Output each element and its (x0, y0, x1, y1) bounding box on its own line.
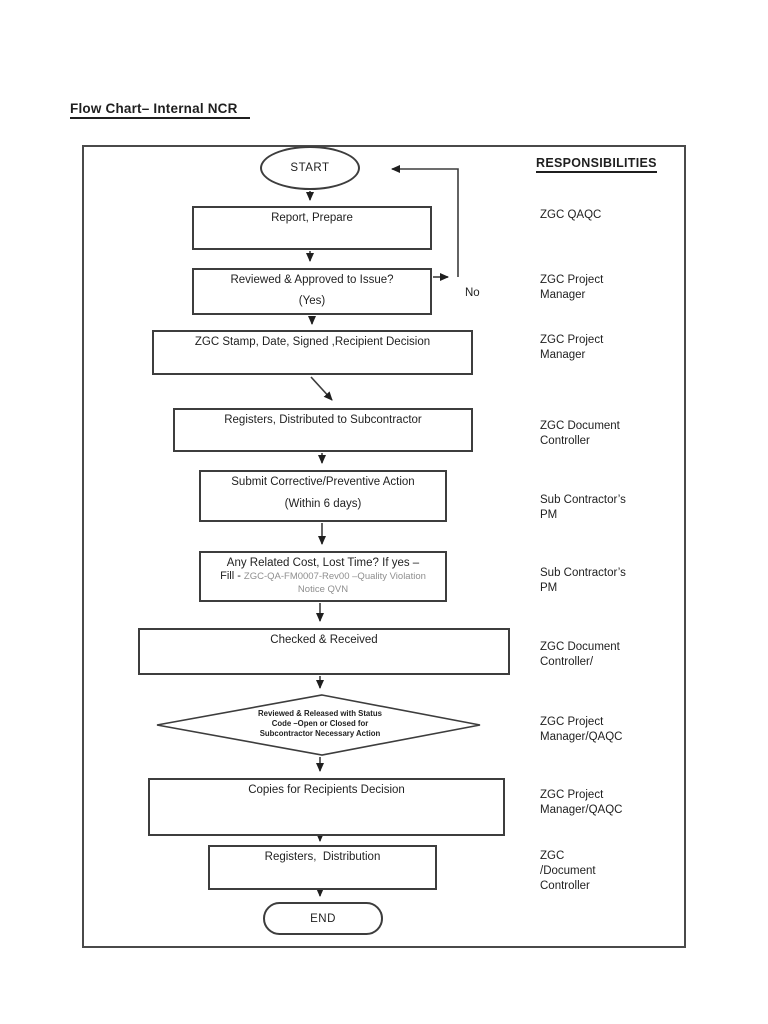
page-title: Flow Chart– Internal NCR (70, 101, 250, 119)
node-zgc-stamp: ZGC Stamp, Date, Signed ,Recipient Decis… (152, 330, 473, 375)
node-label: Registers, Distributed to Subcontractor (224, 414, 422, 426)
responsibility-item: Sub Contractor’s PM (540, 494, 626, 521)
end-node: END (263, 902, 383, 935)
form-code: ZGC-QA-FM0007-Rev00 –Quality Violation (243, 571, 426, 582)
responsibility-item: ZGC Project Manager (540, 274, 604, 301)
node-label: Submit Corrective/Preventive Action (231, 476, 415, 488)
node-registers-distribution: Registers, Distribution (208, 845, 437, 890)
node-reviewed-approved: Reviewed & Approved to Issue? (Yes) (192, 268, 432, 315)
responsibility-item: ZGC QAQC (540, 209, 602, 221)
responsibility-item: ZGC Project Manager/QAQC (540, 789, 623, 816)
node-label: Any Related Cost, Lost Time? If yes – (226, 557, 420, 569)
responsibility-item: ZGC Project Manager/QAQC (540, 716, 623, 743)
diamond-line: Subcontractor Necessary Action (259, 728, 381, 738)
node-label: Reviewed & Approved to Issue? (230, 274, 394, 286)
node-copies-recipients: Copies for Recipients Decision (148, 778, 505, 836)
diamond-line: Code –Open or Closed for (271, 718, 369, 728)
node-label-yes: (Yes) (298, 295, 326, 307)
node-report-prepare: Report, Prepare (192, 206, 432, 250)
fill-prefix: Fill - (220, 570, 244, 582)
node-label: Checked & Received (270, 634, 378, 646)
decision-diamond-label: Reviewed & Released with Status Code –Op… (234, 709, 406, 738)
form-code-line2: Notice QVN (297, 584, 349, 595)
node-label: Registers, Distribution (264, 851, 381, 863)
node-label: Report, Prepare (271, 212, 353, 224)
node-registers-distributed: Registers, Distributed to Subcontractor (173, 408, 473, 452)
node-checked-received: Checked & Received (138, 628, 510, 675)
responsibility-item: ZGC Document Controller (540, 420, 620, 447)
node-form-ref: Fill - ZGC-QA-FM0007-Rev00 –Quality Viol… (201, 570, 445, 583)
node-label-within: (Within 6 days) (284, 498, 362, 510)
responsibility-item: ZGC Project Manager (540, 334, 604, 361)
start-label: START (290, 162, 330, 174)
node-label: Copies for Recipients Decision (248, 784, 405, 796)
responsibility-item: ZGC Document Controller/ (540, 641, 620, 668)
end-label: END (310, 912, 336, 925)
responsibilities-header: RESPONSIBILITIES (536, 156, 657, 173)
no-branch-label: No (465, 287, 480, 299)
node-submit-corrective: Submit Corrective/Preventive Action (Wit… (199, 470, 447, 522)
node-related-cost: Any Related Cost, Lost Time? If yes – Fi… (199, 551, 447, 602)
start-node: START (260, 146, 360, 190)
diamond-line: Reviewed & Released with Status (258, 709, 382, 718)
responsibility-item: ZGC /Document Controller (540, 850, 596, 892)
flowchart-frame (82, 145, 686, 948)
node-label: ZGC Stamp, Date, Signed ,Recipient Decis… (194, 336, 431, 348)
responsibility-item: Sub Contractor’s PM (540, 567, 626, 594)
